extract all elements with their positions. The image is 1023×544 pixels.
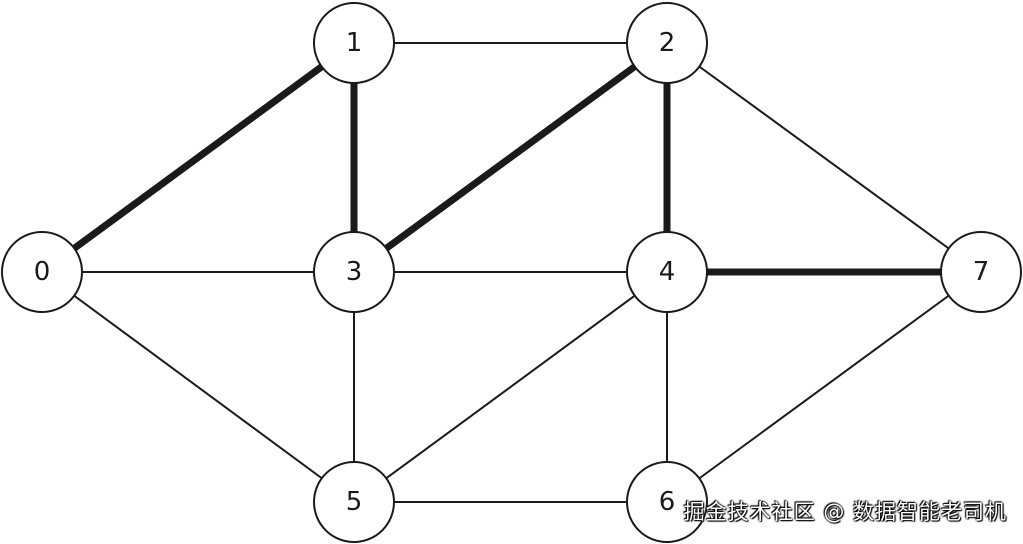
edge-0-5 <box>41 271 355 503</box>
node-2: 2 <box>626 2 708 84</box>
node-circle-0 <box>1 231 83 313</box>
node-label-3: 3 <box>346 257 363 287</box>
node-4: 4 <box>626 231 708 313</box>
node-6: 6 <box>626 461 708 543</box>
node-circle-2 <box>626 2 708 84</box>
node-label-7: 7 <box>973 257 990 287</box>
edge-0-1 <box>39 40 357 275</box>
node-label-5: 5 <box>346 487 363 517</box>
edge-4-5 <box>353 271 668 503</box>
node-1: 1 <box>313 2 395 84</box>
edge-6-7 <box>666 271 982 503</box>
node-3: 3 <box>313 231 395 313</box>
watermark-text: 掘金技术社区 @ 数据智能老司机 <box>683 500 1007 524</box>
node-7: 7 <box>940 231 1022 313</box>
edge-2-7 <box>666 42 982 273</box>
node-0: 0 <box>1 231 83 313</box>
node-circle-7 <box>940 231 1022 313</box>
node-5: 5 <box>313 461 395 543</box>
node-circle-3 <box>313 231 395 313</box>
node-label-0: 0 <box>34 257 51 287</box>
node-circle-5 <box>313 461 395 543</box>
edges-layer <box>39 40 982 503</box>
node-circle-1 <box>313 2 395 84</box>
node-label-4: 4 <box>659 257 676 287</box>
node-label-1: 1 <box>346 28 363 58</box>
node-label-6: 6 <box>659 487 676 517</box>
node-label-2: 2 <box>659 28 676 58</box>
edge-3-2 <box>351 40 670 275</box>
node-circle-6 <box>626 461 708 543</box>
node-circle-4 <box>626 231 708 313</box>
